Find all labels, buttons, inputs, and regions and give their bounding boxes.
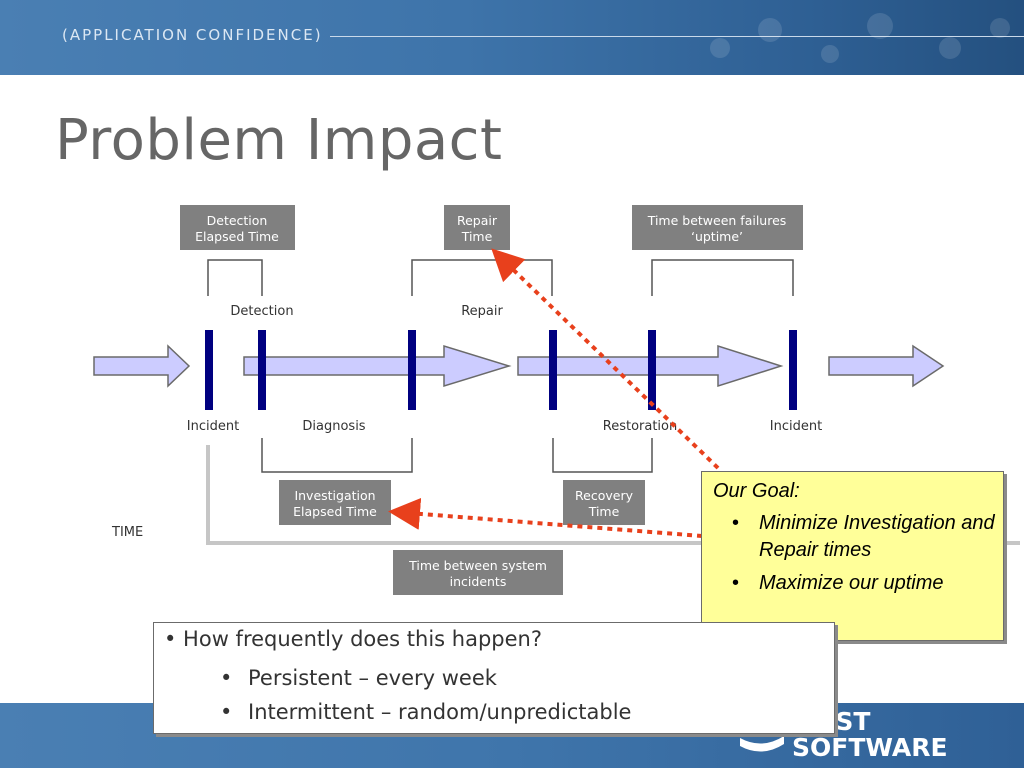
goal-item: Minimize Investigation and Repair times	[702, 510, 1003, 564]
svg-text:Elapsed Time: Elapsed Time	[195, 229, 279, 244]
incident-label-1: Incident	[187, 419, 239, 434]
svg-text:Elapsed Time: Elapsed Time	[293, 504, 377, 519]
svg-text:incidents: incidents	[450, 574, 507, 589]
header-bar: (APPLICATION CONFIDENCE)	[0, 0, 1024, 75]
restoration-label: Restoration	[603, 419, 677, 434]
uptime-bracket	[651, 259, 794, 296]
repair-bracket	[411, 259, 553, 296]
header-decoration	[710, 13, 1010, 63]
detection-bracket	[207, 259, 263, 296]
incident-marker-2	[789, 330, 797, 410]
svg-text:‘uptime’: ‘uptime’	[691, 229, 743, 244]
question-subitem: Intermittent – random/unpredictable	[154, 695, 631, 729]
detection-label: Detection	[230, 304, 293, 319]
goal-list: Minimize Investigation and Repair times …	[702, 510, 1003, 603]
questions-box: • How frequently does this happen? Persi…	[153, 622, 835, 734]
header-rule	[330, 36, 1024, 37]
goal-callout: Our Goal: Minimize Investigation and Rep…	[701, 471, 1004, 641]
pointer-to-investigation	[388, 497, 703, 538]
svg-text:Time between system: Time between system	[408, 558, 547, 573]
diagnosis-bracket	[261, 438, 413, 473]
flow-arrow-2	[243, 344, 512, 388]
goal-item: Maximize our uptime	[702, 570, 1003, 597]
question-sublist: Persistent – every week Intermittent – r…	[154, 661, 631, 729]
recovery-bracket	[552, 438, 653, 473]
question-text: • How frequently does this happen?	[164, 627, 542, 651]
flow-arrow-1	[93, 344, 191, 388]
detection-elapsed-box: Detection Elapsed Time	[180, 205, 295, 250]
flow-arrow-4	[828, 344, 945, 388]
repair-label: Repair	[461, 304, 503, 319]
repair-end-marker	[549, 330, 557, 410]
incident-label-2: Incident	[770, 419, 822, 434]
svg-text:Time between failures: Time between failures	[647, 213, 787, 228]
restoration-marker	[648, 330, 656, 410]
goal-heading: Our Goal:	[713, 480, 800, 502]
recovery-time-box: Recovery Time	[563, 480, 645, 525]
svg-text:Time: Time	[588, 504, 620, 519]
between-incidents-box: Time between system incidents	[393, 550, 563, 595]
pointer-to-repair-time	[491, 248, 720, 470]
svg-text:Detection: Detection	[207, 213, 268, 228]
time-label: TIME	[111, 525, 143, 540]
repair-time-box: Repair Time	[444, 205, 510, 250]
detection-marker	[258, 330, 266, 410]
investigation-elapsed-box: Investigation Elapsed Time	[279, 480, 391, 525]
svg-text:Repair: Repair	[457, 213, 498, 228]
logo-text-line2: SOFTWARE	[792, 733, 948, 762]
uptime-box: Time between failures ‘uptime’	[632, 205, 803, 250]
diagnosis-label: Diagnosis	[302, 419, 365, 434]
svg-text:Recovery: Recovery	[575, 488, 634, 503]
slide-title: Problem Impact	[55, 108, 503, 173]
svg-text:Investigation: Investigation	[294, 488, 375, 503]
svg-text:Time: Time	[461, 229, 493, 244]
diagnosis-end-marker	[408, 330, 416, 410]
header-tagline: (APPLICATION CONFIDENCE)	[62, 26, 323, 44]
question-subitem: Persistent – every week	[154, 661, 631, 695]
incident-marker-1	[205, 330, 213, 410]
